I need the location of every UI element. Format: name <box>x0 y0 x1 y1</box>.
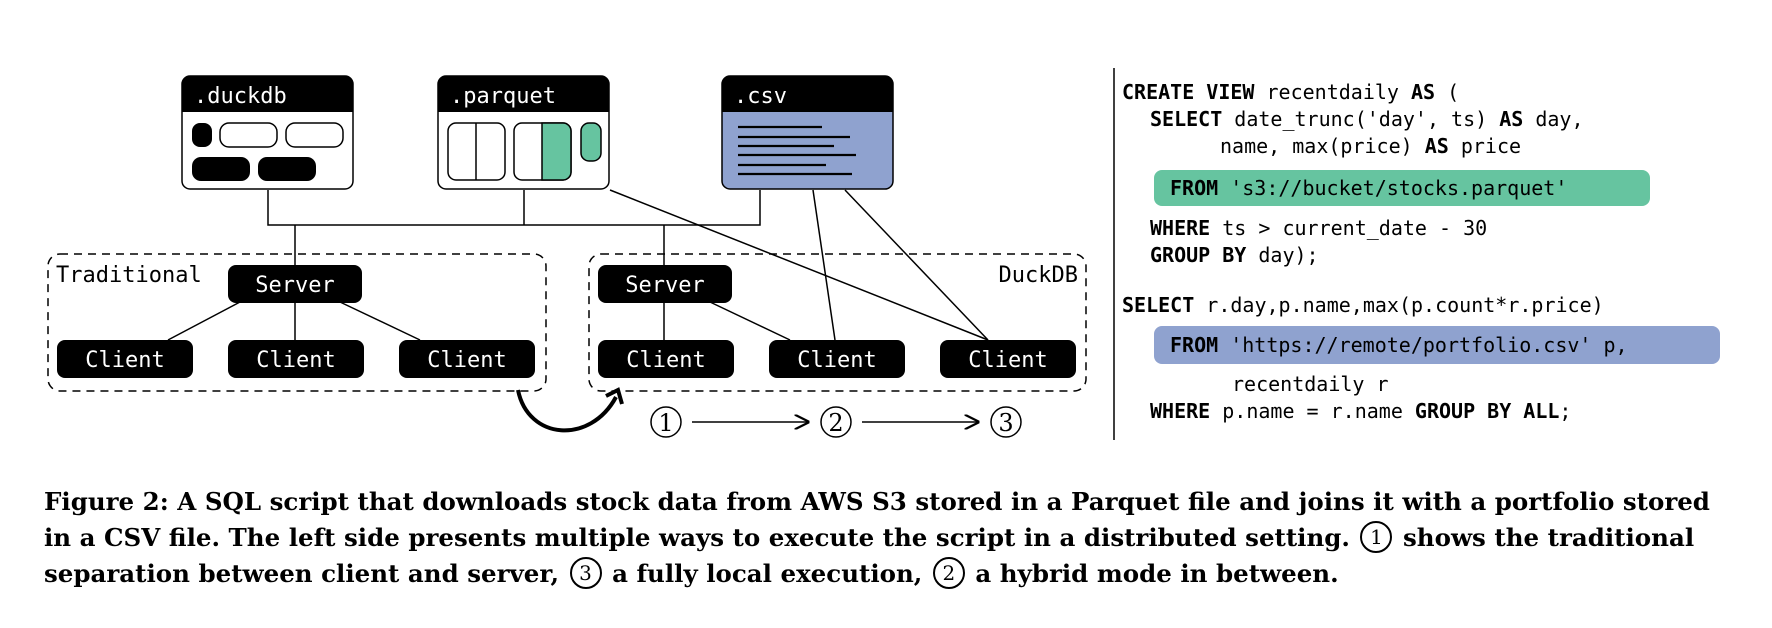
svg-text:Client: Client <box>427 348 506 373</box>
figure-caption: Figure 2: A SQL script that downloads st… <box>44 487 1710 589</box>
svg-text:Client: Client <box>797 348 876 373</box>
step-1-marker: 1 <box>650 406 682 438</box>
step-3-marker: 3 <box>990 406 1022 438</box>
code-line: WHERE ts > current_date - 30 <box>1150 216 1488 240</box>
code-line: name, max(price) AS price <box>1220 134 1522 158</box>
svg-text:Server: Server <box>255 273 334 298</box>
duckdb-server: Server <box>598 265 732 303</box>
csv-file: .csv <box>721 75 894 190</box>
traditional-client: Client <box>57 340 193 378</box>
duckdb-client: Client <box>598 340 734 378</box>
code-line: FROM 's3://bucket/stocks.parquet' <box>1170 176 1568 200</box>
step-3-inline-marker: 3 <box>569 557 602 589</box>
step-2-inline-marker: 2 <box>932 557 965 589</box>
svg-text:Client: Client <box>626 348 705 373</box>
parquet-file: .parquet <box>437 75 610 190</box>
svg-text:2: 2 <box>828 409 843 437</box>
traditional-label: Traditional <box>56 263 202 288</box>
svg-text:Client: Client <box>256 348 335 373</box>
curved-arrow <box>516 387 624 433</box>
code-line: GROUP BY day); <box>1150 243 1319 267</box>
step-2-marker: 2 <box>820 406 852 438</box>
duckdb-file-title: .duckdb <box>194 84 287 109</box>
step-progression: 1 2 3 <box>650 406 1022 438</box>
code-line: SELECT r.day,p.name,max(p.count*r.price) <box>1122 293 1604 317</box>
code-line: WHERE p.name = r.name GROUP BY ALL; <box>1150 399 1572 423</box>
duckdb-group: DuckDB Server Client Client Client <box>588 253 1087 392</box>
code-line: FROM 'https://remote/portfolio.csv' p, <box>1170 333 1628 357</box>
csv-file-title: .csv <box>734 84 787 109</box>
parquet-file-title: .parquet <box>450 84 556 109</box>
duckdb-file: .duckdb <box>181 75 354 190</box>
traditional-group: Traditional Server Client Client Client <box>47 253 547 392</box>
traditional-client: Client <box>228 340 364 378</box>
parquet-from-highlight <box>1154 170 1650 206</box>
code-line: SELECT date_trunc('day', ts) AS day, <box>1150 107 1584 131</box>
duckdb-client: Client <box>940 340 1076 378</box>
duckdb-client: Client <box>769 340 905 378</box>
csv-from-highlight <box>1154 326 1720 364</box>
connector-lines <box>167 189 989 341</box>
svg-text:1: 1 <box>658 409 673 437</box>
code-line: CREATE VIEW recentdaily AS ( <box>1122 80 1460 104</box>
traditional-server: Server <box>228 265 362 303</box>
duckdb-label: DuckDB <box>999 263 1078 288</box>
code-line: recentdaily r <box>1232 372 1389 396</box>
step-1-inline-marker: 1 <box>1360 521 1393 553</box>
svg-text:Server: Server <box>625 273 704 298</box>
traditional-client: Client <box>399 340 535 378</box>
svg-text:Client: Client <box>968 348 1047 373</box>
svg-text:Client: Client <box>85 348 164 373</box>
svg-text:3: 3 <box>998 409 1013 437</box>
